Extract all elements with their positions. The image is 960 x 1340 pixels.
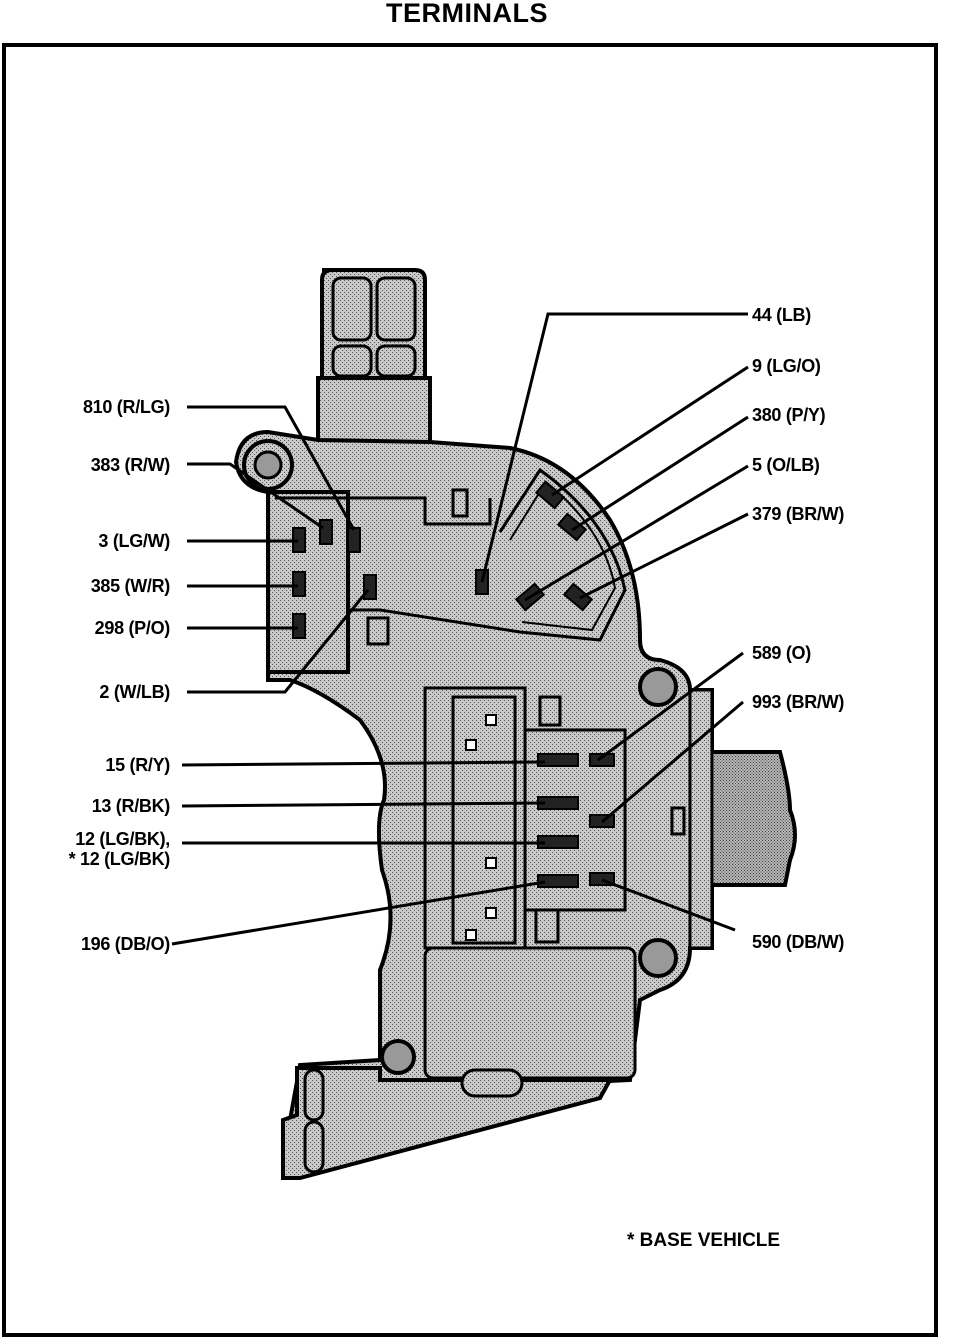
label-810: 810 (R/LG) <box>82 397 170 417</box>
leader-15 <box>181 760 546 767</box>
label-44: 44 (LB) <box>752 305 811 325</box>
label-590: 590 (DB/W) <box>752 932 845 952</box>
label-9: 9 (LG/O) <box>752 356 821 376</box>
leader-993 <box>601 700 744 824</box>
label-2: 2 (W/LB) <box>99 682 170 702</box>
label-385: 385 (W/R) <box>90 576 171 596</box>
leader-590 <box>601 878 736 932</box>
label-5: 5 (O/LB) <box>752 455 820 475</box>
leader-589 <box>597 651 744 762</box>
switch-body <box>233 429 797 1180</box>
leader-44 <box>480 312 748 583</box>
stalk-connector <box>316 268 432 446</box>
label-196: 196 (DB/O) <box>80 934 170 954</box>
label-13: 13 (R/BK) <box>91 796 171 816</box>
leader-379 <box>579 512 749 600</box>
leader-2 <box>187 589 370 694</box>
leader-9 <box>551 365 749 497</box>
diagram-frame <box>2 43 938 1337</box>
label-15: 15 (R/Y) <box>105 755 170 775</box>
label-379: 379 (BR/W) <box>752 504 845 524</box>
label-12: 12 (LG/BK), <box>75 829 170 849</box>
leader-13 <box>181 801 546 808</box>
leader-196 <box>171 880 546 946</box>
label-380: 380 (P/Y) <box>752 405 826 425</box>
diagram-title: TERMINALS <box>386 0 548 28</box>
label-3: 3 (LG/W) <box>98 531 170 551</box>
label-589: 589 (O) <box>752 643 811 663</box>
leader-810 <box>187 405 356 531</box>
base-vehicle-note: * BASE VEHICLE <box>627 1230 781 1251</box>
label-993: 993 (BR/W) <box>752 692 845 712</box>
label-383: 383 (R/W) <box>90 455 171 475</box>
leader-383 <box>187 462 324 530</box>
leader-380 <box>571 415 749 532</box>
leader-lines <box>171 312 749 946</box>
leader-5 <box>524 464 749 602</box>
label-298: 298 (P/O) <box>94 618 171 638</box>
label-12-base: * 12 (LG/BK) <box>68 849 171 869</box>
